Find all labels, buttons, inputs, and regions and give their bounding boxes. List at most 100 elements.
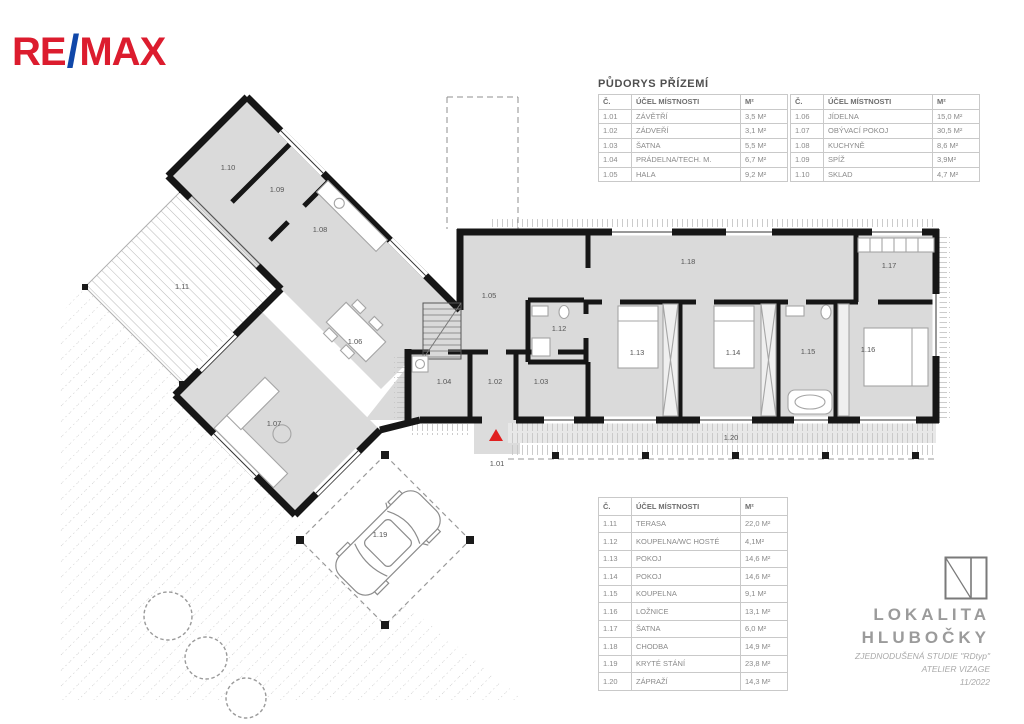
- room-label: 1.10: [221, 163, 236, 172]
- room-number-cell: 1.03: [598, 137, 632, 153]
- stairs: [422, 302, 462, 360]
- room-purpose-cell: LOŽNICE: [631, 602, 741, 621]
- room-area-cell: 9,1 M²: [740, 584, 788, 603]
- room-label: 1.13: [630, 348, 645, 357]
- room-label: 1.12: [552, 324, 567, 333]
- exterior-ticks: [394, 219, 950, 460]
- room-label: 1.08: [313, 225, 328, 234]
- windows: [196, 128, 940, 496]
- room-label: 1.17: [882, 261, 897, 270]
- room-purpose-cell: SKLAD: [823, 166, 933, 182]
- room-area-cell: 6,0 M²: [740, 619, 788, 638]
- room-number-cell: 1.19: [598, 654, 632, 673]
- room-number-cell: 1.08: [790, 137, 824, 153]
- header-area: M²: [932, 94, 980, 110]
- logo-slash-icon: /: [66, 25, 80, 77]
- building-floor: [168, 97, 936, 515]
- room-area-cell: 14,9 M²: [740, 637, 788, 656]
- room-purpose-cell: KUCHYNĚ: [823, 137, 933, 153]
- room-purpose-cell: KRYTÉ STÁNÍ: [631, 654, 741, 673]
- room-number-cell: 1.15: [598, 584, 632, 603]
- atelier-name: ATELIER VIZAGE: [921, 663, 990, 674]
- header-purpose: ÚČEL MÍSTNOSTI: [631, 94, 741, 110]
- room-area-cell: 14,6 M²: [740, 549, 788, 568]
- room-purpose-cell: ŠATNA: [631, 137, 741, 153]
- room-area-cell: 3,5 M²: [740, 108, 788, 124]
- location-line1: LOKALITA: [873, 605, 990, 624]
- room-area-cell: 14,6 M²: [740, 567, 788, 586]
- issue-date: 11/2022: [959, 676, 990, 687]
- room-label: 1.11: [175, 282, 189, 291]
- location-line2: HLUBOČKY: [861, 627, 990, 647]
- room-number-cell: 1.05: [598, 166, 632, 182]
- room-purpose-cell: POKOJ: [631, 549, 741, 568]
- room-label: 1.16: [861, 345, 876, 354]
- room-purpose-cell: PRÁDELNA/TECH. M.: [631, 152, 741, 168]
- header-num: Č.: [598, 497, 632, 516]
- room-area-cell: 22,0 M²: [740, 514, 788, 533]
- room-number-cell: 1.04: [598, 152, 632, 168]
- table-header-row: Č. ÚČEL MÍSTNOSTI M²: [598, 497, 788, 516]
- room-number-cell: 1.16: [598, 602, 632, 621]
- walls-interior: [230, 140, 936, 420]
- room-number-cell: 1.09: [790, 152, 824, 168]
- room-number-cell: 1.06: [790, 108, 824, 124]
- room-area-cell: 4,7 M²: [932, 166, 980, 182]
- room-label: 1.19: [373, 530, 388, 539]
- roof-dashed-lines: [446, 96, 519, 229]
- room-number-cell: 1.12: [598, 532, 632, 551]
- room-purpose-cell: POKOJ: [631, 567, 741, 586]
- table-header-row: Č. ÚČEL MÍSTNOSTI M²: [790, 94, 980, 110]
- room-label: 1.20: [724, 433, 739, 442]
- room-label: 1.09: [270, 185, 285, 194]
- room-purpose-cell: HALA: [631, 166, 741, 182]
- room-label: 1.04: [437, 377, 452, 386]
- room-purpose-cell: JÍDELNA: [823, 108, 933, 124]
- room-purpose-cell: ZÁDVEŘÍ: [631, 123, 741, 139]
- room-area-cell: 4,1M²: [740, 532, 788, 551]
- room-purpose-cell: TERASA: [631, 514, 741, 533]
- room-label: 1.18: [681, 257, 696, 266]
- room-number-cell: 1.02: [598, 123, 632, 139]
- room-area-cell: 8,6 M²: [932, 137, 980, 153]
- room-purpose-cell: CHODBA: [631, 637, 741, 656]
- header-area: M²: [740, 94, 788, 110]
- room-label: 1.06: [348, 337, 363, 346]
- header-purpose: ÚČEL MÍSTNOSTI: [823, 94, 933, 110]
- room-number-cell: 1.13: [598, 549, 632, 568]
- room-label: 1.02: [488, 377, 503, 386]
- car: [335, 489, 442, 596]
- room-purpose-cell: ZÁPRAŽÍ: [631, 672, 741, 691]
- header-area: M²: [740, 497, 788, 516]
- room-purpose-cell: ŠATNA: [631, 619, 741, 638]
- room-label: 1.03: [534, 377, 549, 386]
- room-area-cell: 3,9M²: [932, 152, 980, 168]
- room-area-cell: 13,1 M²: [740, 602, 788, 621]
- room-area-cell: 14,3 M²: [740, 672, 788, 691]
- atelier-logo: [944, 556, 988, 600]
- room-area-cell: 3,1 M²: [740, 123, 788, 139]
- trees: [143, 591, 267, 719]
- room-area-cell: 5,5 M²: [740, 137, 788, 153]
- header-num: Č.: [790, 94, 824, 110]
